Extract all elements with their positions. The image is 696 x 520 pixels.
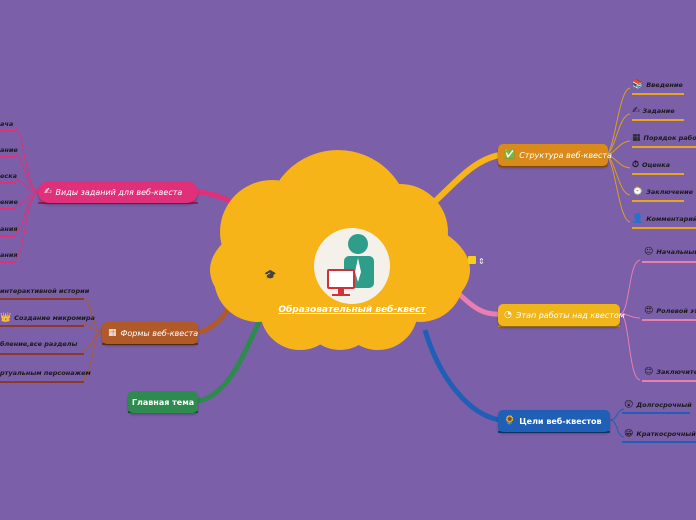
branch-goals[interactable]: 🌻 Цели веб-квестов [498, 410, 610, 432]
graduate-icon: 🎓 [264, 269, 276, 281]
branch-structure-label: Структура веб-квеста [519, 150, 612, 160]
stopwatch-icon: ⏱ [632, 160, 640, 170]
structure-item[interactable]: 👤Комментарий о [632, 214, 696, 224]
structure-item[interactable]: ▦Порядок работы [632, 133, 696, 143]
watch-icon: ⌚ [632, 187, 644, 197]
teacher-icon [314, 228, 390, 304]
structure-item[interactable]: ⏱Оценка [632, 160, 671, 170]
svg-text:⇕: ⇕ [478, 257, 485, 266]
form-item[interactable]: 👑Создание микромира [0, 313, 95, 323]
connector-main [197, 318, 263, 404]
goal-item[interactable]: 😲Долгосрочный [624, 400, 692, 410]
goal-item[interactable]: 😁Краткосрочный [624, 429, 696, 439]
branch-task-types-label: Виды заданий для веб-квеста [55, 187, 183, 197]
face-icon: 😐 [644, 247, 654, 257]
grid-icon: ▦ [108, 328, 117, 338]
smile-icon: 😊 [644, 367, 654, 377]
structure-item[interactable]: 📚Введение [632, 80, 683, 90]
grin-face-icon: 😁 [624, 429, 634, 439]
branch-forms[interactable]: ▦ Формы веб-квеста [102, 322, 198, 344]
pie-icon: ◔ [504, 310, 512, 320]
surprised-face-icon: 😲 [624, 400, 634, 410]
task-item[interactable]: ание [0, 146, 18, 154]
task-item[interactable]: ания [0, 225, 18, 233]
task-item[interactable]: еска [0, 172, 18, 180]
structure-item[interactable]: ✍Задание [632, 106, 675, 116]
branch-main-topic-label: Главная тема [131, 397, 195, 407]
writing-hand-icon: ✍ [632, 106, 640, 116]
books-icon: 📚 [632, 80, 644, 90]
branch-goals-label: Цели веб-квестов [519, 416, 602, 426]
branch-stages[interactable]: ◔ Этап работы над квестом [498, 304, 625, 326]
heart-face-icon: 😍 [644, 306, 654, 316]
task-item[interactable]: ания [0, 251, 18, 259]
central-topic-title[interactable]: Образовательный веб-квест [278, 305, 426, 315]
structure-item[interactable]: ⌚Заключение [632, 187, 694, 197]
notes-toggle-icon: ⇕ [468, 256, 485, 266]
check-circle-icon: ✅ [504, 150, 516, 160]
task-item[interactable]: ение [0, 198, 18, 206]
connector-stages [453, 288, 501, 317]
form-item[interactable]: бление,все разделы [0, 340, 78, 348]
person-icon: 👤 [632, 214, 644, 224]
stage-item[interactable]: 😐Начальный [644, 247, 696, 257]
branch-structure[interactable]: ✅ Структура веб-квеста [498, 144, 612, 166]
sunflower-icon: 🌻 [504, 416, 516, 426]
branch-forms-label: Формы веб-квеста [120, 328, 199, 338]
form-item[interactable]: интерактивной истории [0, 287, 90, 295]
task-item[interactable]: ача [0, 120, 14, 128]
form-item[interactable]: ртуальным персонажем [0, 369, 91, 377]
stage-item[interactable]: 😊Заключитель [644, 367, 696, 377]
writing-hand-icon: ✍ [44, 187, 52, 197]
stage-item[interactable]: 😍Ролевой эт [644, 306, 696, 316]
branch-main-topic[interactable]: Главная тема [128, 391, 198, 413]
branch-task-types[interactable]: ✍ Виды заданий для веб-квеста [38, 181, 198, 203]
grid-icon: ▦ [632, 133, 641, 143]
crown-icon: 👑 [0, 313, 12, 323]
connector-goals [422, 329, 501, 423]
branch-stages-label: Этап работы над квестом [515, 310, 625, 320]
